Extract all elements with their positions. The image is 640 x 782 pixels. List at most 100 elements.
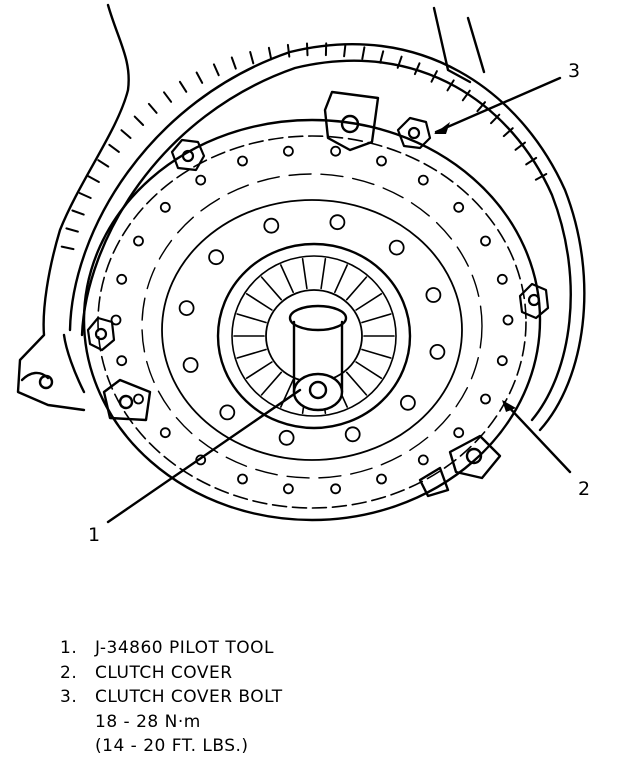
cover-hole: [195, 174, 207, 186]
cover-hole: [237, 473, 248, 485]
inner-hole: [278, 429, 295, 446]
callout-label-2: 2: [578, 478, 591, 500]
gear-tooth: [60, 245, 75, 251]
inner-hole: [219, 404, 236, 421]
legend-item-text: CLUTCH COVER BOLT: [95, 687, 283, 707]
cover-hole: [330, 483, 342, 495]
hub-spoke: [245, 292, 273, 311]
legend-item-clutch-cover: 2. CLUTCH COVER: [60, 661, 283, 686]
inner-hole: [263, 217, 280, 234]
legend: 1. J-34860 PILOT TOOL 2. CLUTCH COVER 3.…: [60, 636, 283, 759]
gear-tooth: [361, 46, 366, 60]
cover-hole: [116, 355, 128, 367]
gear-tooth: [534, 173, 548, 181]
inner-hole: [182, 357, 199, 373]
legend-item-text: CLUTCH COVER: [95, 662, 233, 683]
cover-hole: [330, 145, 342, 157]
inner-hole: [208, 249, 225, 266]
gear-tooth: [267, 46, 273, 61]
gear-tooth: [379, 50, 385, 64]
cover-hole: [282, 483, 294, 495]
cover-hole: [496, 355, 508, 367]
gear-tooth: [133, 115, 145, 126]
flywheel: [60, 42, 586, 432]
gear-tooth: [163, 91, 173, 103]
gear-tooth: [430, 70, 438, 83]
hub-spoke: [345, 276, 368, 301]
gear-tooth: [396, 55, 403, 69]
inner-hole: [329, 214, 346, 231]
hub-spoke: [345, 371, 368, 396]
legend-item-number: 1.: [60, 638, 78, 658]
gear-tooth: [108, 143, 120, 153]
gear-tooth: [71, 209, 85, 216]
inner-hole: [178, 300, 195, 317]
clutch-assembly-diagram: [16, 3, 586, 524]
hub-spoke: [333, 264, 349, 294]
hub-spoke: [355, 292, 383, 311]
cover-hole: [282, 145, 294, 157]
cover-hole: [417, 174, 429, 186]
cover-hole: [480, 235, 491, 247]
legend-item-cover-bolt: 3. CLUTCH COVER BOLT: [60, 685, 283, 710]
cover-hole: [237, 155, 248, 167]
cover-hole: [376, 473, 387, 485]
pilot-tool: [288, 304, 348, 412]
cover-hole: [453, 201, 465, 213]
cover-hole: [110, 314, 122, 326]
gear-tooth: [178, 80, 188, 93]
hub-spoke: [279, 264, 295, 294]
hub-spoke: [236, 348, 267, 359]
gear-tooth: [120, 129, 132, 139]
cover-hole: [159, 427, 171, 439]
cover-hole: [133, 393, 144, 405]
engine-housing: [16, 3, 486, 412]
inner-hole: [388, 239, 405, 256]
hub-spoke: [260, 371, 283, 396]
gear-tooth: [514, 141, 526, 151]
gear-tooth: [147, 102, 158, 114]
gear-tooth: [65, 227, 79, 233]
hub-spoke: [245, 361, 273, 380]
cover-hole: [133, 235, 144, 247]
gear-tooth: [230, 56, 237, 70]
legend-item-number: 2.: [60, 662, 78, 683]
cover-hole: [453, 427, 465, 439]
arrowhead-3: [434, 122, 450, 134]
inner-hole: [425, 287, 442, 303]
inner-hole: [399, 394, 416, 411]
clutch-disc-hub: [216, 242, 412, 430]
cover-hole: [417, 454, 429, 466]
hub-spoke: [355, 361, 383, 380]
gear-tooth: [212, 63, 220, 77]
inner-hole: [344, 426, 361, 443]
callout-label-1: 1: [88, 524, 101, 546]
gear-tooth: [97, 159, 110, 168]
gear-tooth: [195, 71, 204, 84]
clutch-cover: [82, 90, 542, 522]
gear-tooth: [249, 51, 255, 65]
gear-tooth: [286, 43, 291, 58]
hub-spoke: [301, 257, 308, 290]
hub-spoke: [236, 313, 267, 324]
gear-tooth: [343, 43, 347, 58]
cover-hole: [480, 393, 491, 405]
legend-item-number: 3.: [60, 687, 78, 707]
hub-spoke: [320, 257, 327, 290]
gear-tooth: [525, 156, 538, 166]
gear-tooth: [78, 192, 92, 199]
legend-item-text: J-34860 PILOT TOOL: [95, 638, 274, 658]
gear-tooth: [476, 101, 486, 113]
gear-tooth: [461, 89, 471, 102]
gear-tooth: [490, 113, 501, 125]
torque-spec-metric: 18 - 28 N·m: [95, 711, 201, 732]
leader-lines: [106, 76, 572, 524]
cover-hole: [376, 155, 387, 167]
cover-hole: [195, 454, 207, 466]
cover-hole: [496, 273, 508, 285]
gear-tooth: [502, 127, 514, 138]
callout-label-3: 3: [568, 60, 581, 82]
gear-tooth: [446, 79, 455, 92]
gear-tooth: [87, 175, 100, 183]
arrowhead-2: [502, 400, 516, 412]
